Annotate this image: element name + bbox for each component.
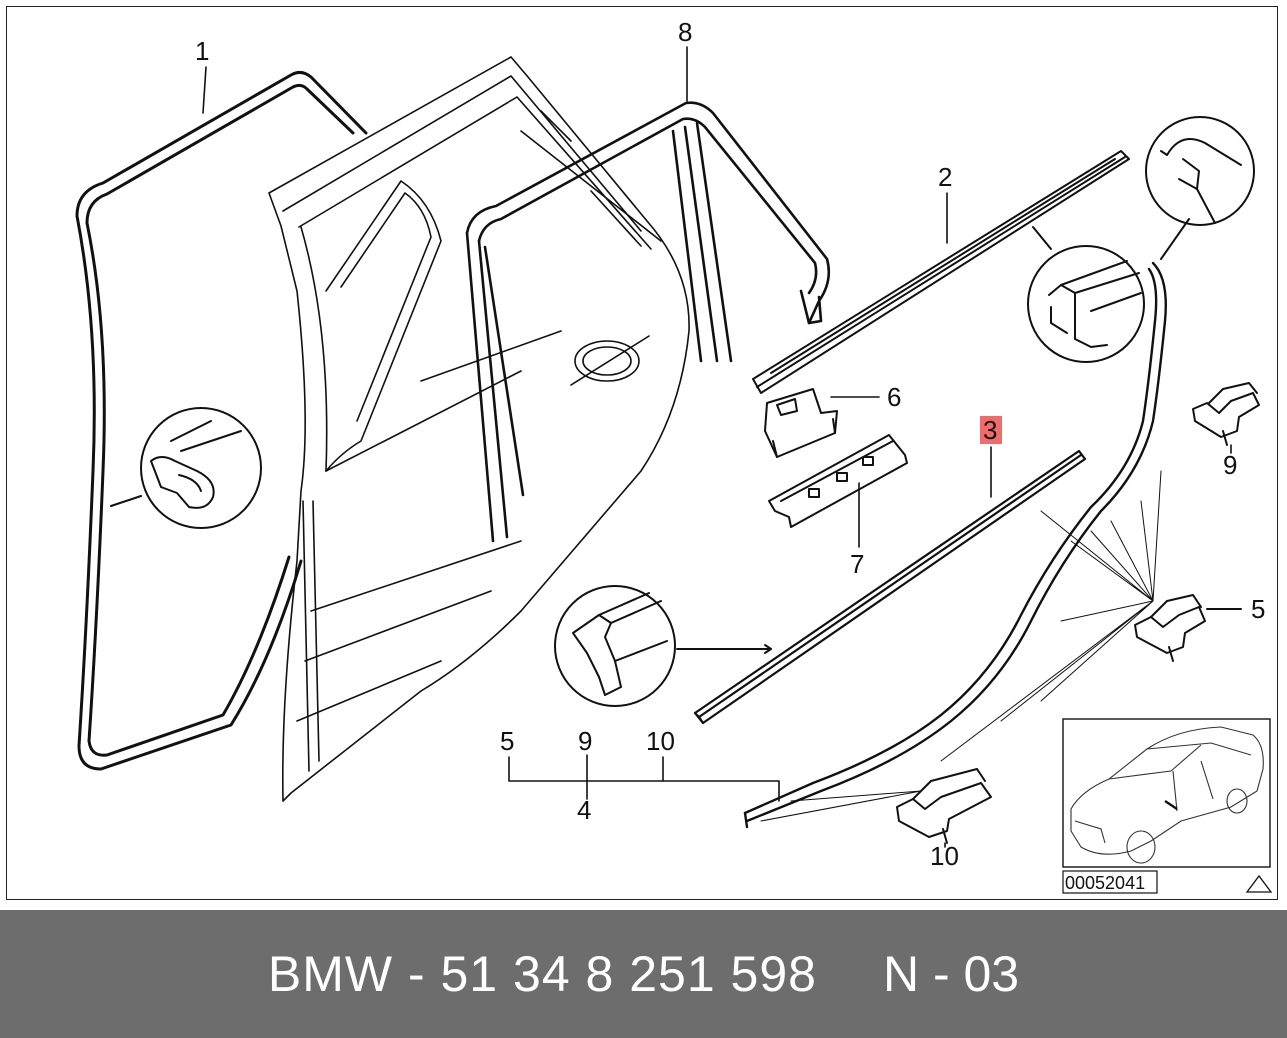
callout-7: 7: [850, 549, 864, 579]
callout-9-group: 9: [578, 726, 592, 756]
window-channel-seal-part: [465, 101, 831, 543]
car-locator-inset: 00052041: [1062, 718, 1273, 894]
door-seal-part: [75, 70, 368, 771]
callout-1: 1: [195, 36, 209, 66]
callout-9-right: 9: [1223, 450, 1237, 480]
inset-reference-number: 00052041: [1065, 873, 1145, 893]
callout-3: 3: [983, 415, 997, 445]
part-caption-bar: BMW - 51 34 8 251 598 N - 03: [0, 910, 1287, 1038]
callout-5-right: 5: [1251, 594, 1265, 624]
outer-strip-part-3: [693, 449, 1087, 725]
callout-3-highlight: [980, 416, 1002, 444]
lower-seal: [743, 261, 1167, 829]
triangle-icon: [1245, 874, 1273, 893]
callout-5-group: 5: [500, 726, 514, 756]
position-code-label: N - 03: [882, 946, 1020, 1002]
callout-6: 6: [887, 382, 901, 412]
parts-diagram: 1 8 2 3 6 7 9 5 5 9 10 4 10: [75, 17, 1273, 894]
inset-detail-top-right: [1145, 116, 1255, 260]
part-number-label: BMW - 51 34 8 251 598: [267, 946, 817, 1002]
callout-10-bottom: 10: [930, 841, 959, 871]
inset-detail-mid: [1027, 226, 1145, 363]
clip-position-lines: [760, 470, 1162, 822]
clip-part-5: [1134, 594, 1242, 662]
callout-10-group: 10: [646, 726, 675, 756]
leader-lines: [202, 46, 1232, 848]
inset-detail-left: [110, 407, 262, 529]
clip-part-9: [1192, 382, 1260, 446]
diagram-frame: 1 8 2 3 6 7 9 5 5 9 10 4 10: [6, 6, 1278, 900]
callout-2: 2: [938, 162, 952, 192]
callout-8: 8: [678, 17, 692, 47]
window-shaft-seal-part: [752, 150, 1130, 394]
callout-4: 4: [577, 795, 591, 825]
clip-part-6: [764, 388, 838, 458]
door-body: [268, 56, 690, 802]
inset-detail-bottom: [554, 585, 772, 707]
bracket-part-7: [768, 434, 908, 528]
clip-part-10: [896, 768, 992, 844]
